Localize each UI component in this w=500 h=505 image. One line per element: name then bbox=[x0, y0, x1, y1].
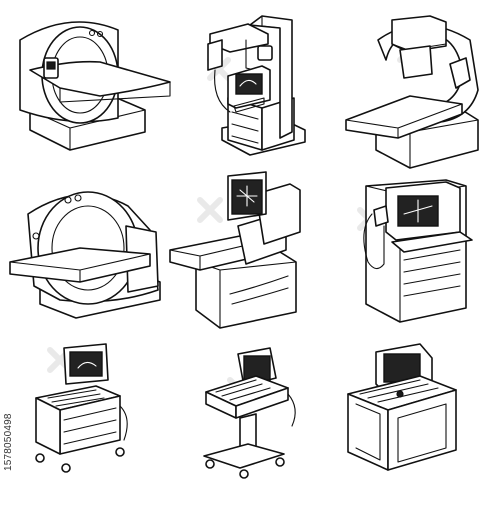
ultrasound-console-icon bbox=[35, 343, 128, 473]
mri-scanner-icon bbox=[19, 21, 171, 151]
ct-scanner-icon bbox=[9, 191, 161, 319]
ultrasound-workstation-icon bbox=[347, 343, 457, 471]
c-arm-scanner-icon bbox=[345, 15, 479, 169]
mobile-x-ray-unit-icon bbox=[207, 15, 306, 156]
stock-id-watermark: 1578050498 bbox=[3, 413, 14, 471]
ultrasound-cart-icon bbox=[363, 179, 473, 323]
radiography-table-icon bbox=[169, 171, 301, 329]
portable-ultrasound-icon bbox=[203, 347, 296, 479]
